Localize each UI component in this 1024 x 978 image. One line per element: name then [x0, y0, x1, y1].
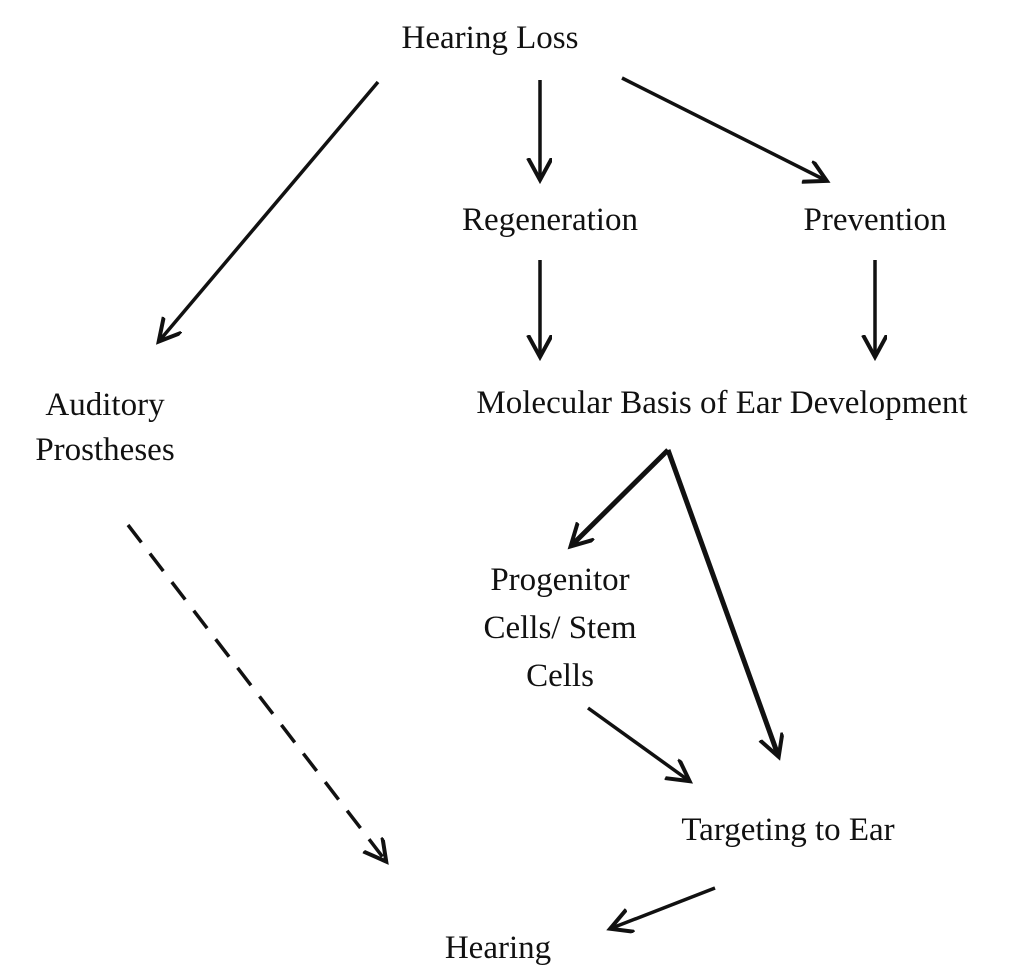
arrow-hearing-loss-to-prevention [621, 76, 825, 180]
node-progenitor-line1: Progenitor [490, 562, 629, 598]
node-auditory-prostheses-line2: Prostheses [35, 432, 174, 468]
arrow-progenitor-to-targeting [586, 706, 688, 780]
node-hearing-loss: Hearing Loss [402, 20, 579, 56]
node-regeneration: Regeneration [462, 202, 638, 238]
arrow-prostheses-to-hearing-dashed [126, 523, 385, 860]
node-molecular-basis: Molecular Basis of Ear Development [476, 385, 967, 421]
node-prevention: Prevention [804, 202, 947, 238]
arrow-hearing-loss-to-prostheses [160, 80, 380, 340]
arrow-targeting-to-hearing [612, 886, 716, 928]
arrow-molecular-to-targeting [665, 449, 778, 755]
node-targeting-to-ear: Targeting to Ear [681, 812, 894, 848]
node-progenitor-line2: Cells/ Stem [483, 610, 636, 646]
node-auditory-prostheses-line1: Auditory [45, 387, 165, 423]
node-progenitor-line3: Cells [526, 658, 594, 694]
node-hearing: Hearing [445, 930, 551, 966]
arrow-molecular-to-progenitor [572, 448, 670, 545]
